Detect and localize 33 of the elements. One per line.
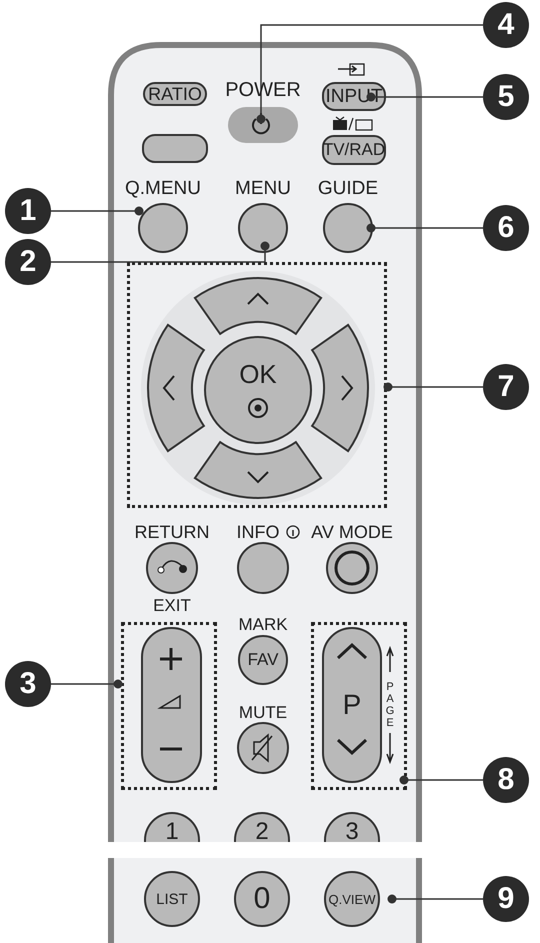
ok-label: OK bbox=[238, 360, 278, 388]
callout-number: 4 bbox=[483, 2, 529, 48]
av-mode-label: AV MODE bbox=[310, 522, 394, 542]
callout-number: 8 bbox=[483, 757, 529, 803]
leader-line bbox=[51, 242, 270, 263]
leader-line bbox=[366, 224, 483, 232]
page-label: PAGE bbox=[384, 680, 396, 732]
dotted-frame bbox=[121, 622, 217, 790]
dotted-frame bbox=[311, 622, 407, 790]
info-label: INFO bbox=[236, 522, 280, 542]
leader-line bbox=[256, 24, 483, 124]
callout-number: 6 bbox=[483, 205, 529, 251]
callout-number: 3 bbox=[5, 661, 51, 707]
leader-line bbox=[366, 92, 483, 102]
mark-label: MARK bbox=[237, 614, 289, 634]
callout-number: 1 bbox=[5, 188, 51, 234]
callout-number: 5 bbox=[483, 74, 529, 120]
menu-label: MENU bbox=[234, 178, 292, 198]
callout-number: 9 bbox=[483, 876, 529, 922]
leader-line bbox=[400, 776, 483, 784]
channel-label: P bbox=[342, 690, 362, 720]
return-label: RETURN bbox=[134, 522, 210, 542]
ratio-button: RATIO bbox=[143, 82, 207, 106]
callout-number: 7 bbox=[483, 364, 529, 410]
leader-line bbox=[384, 382, 483, 392]
leader-line bbox=[388, 894, 483, 904]
mute-label: MUTE bbox=[238, 702, 288, 722]
exit-label: EXIT bbox=[152, 595, 192, 615]
leader-line bbox=[51, 206, 144, 216]
quick-menu-label: Q.MENU bbox=[124, 178, 202, 198]
callout-number: 2 bbox=[5, 239, 51, 285]
leader-line bbox=[51, 680, 122, 688]
guide-label: GUIDE bbox=[316, 178, 380, 198]
